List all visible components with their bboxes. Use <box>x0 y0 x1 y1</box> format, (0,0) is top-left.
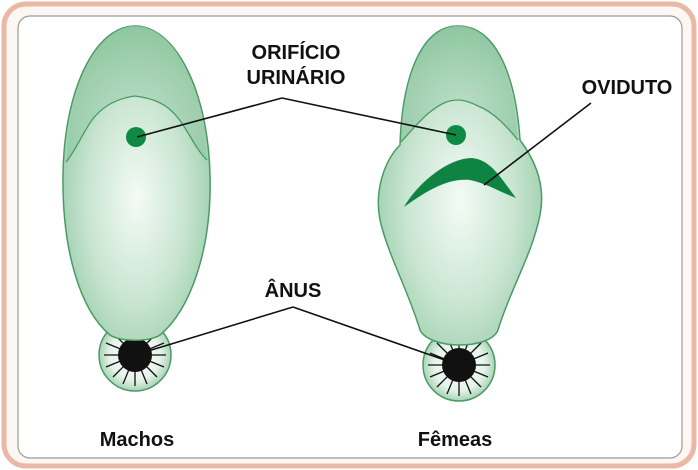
anus-label: ÂNUS <box>265 278 322 302</box>
oviduct-label: OVIDUTO <box>582 77 673 99</box>
urinary-label-line2: URINÁRIO <box>247 66 346 89</box>
female-label: Fêmeas <box>418 429 493 451</box>
male-urinary-opening-dot <box>126 127 146 147</box>
male-label: Machos <box>100 429 174 451</box>
urinary-label-line1: ORIFÍCIO <box>252 41 341 64</box>
